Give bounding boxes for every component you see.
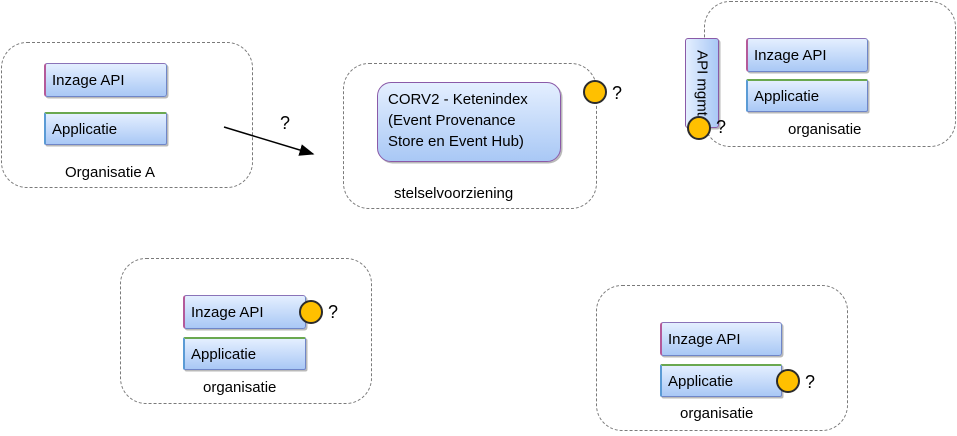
- org-a-applicatie: Applicatie: [44, 112, 167, 145]
- corv2-line-1: CORV2 - Ketenindex: [388, 91, 528, 108]
- central-group: [343, 63, 597, 209]
- bottom-right-inzage-api: Inzage API: [660, 322, 782, 356]
- bottom-left-applicatie: Applicatie: [183, 337, 306, 370]
- bottom-right-connector-knob: [776, 369, 800, 393]
- bottom-right-question-mark: ?: [805, 372, 816, 392]
- bottom-right-label: organisatie: [680, 405, 754, 422]
- bottom-left-question-mark: ?: [328, 302, 339, 322]
- organisation-a-group: [1, 42, 253, 188]
- api-mgmt-label: API mgmt: [693, 50, 711, 116]
- api-mgmt-box: API mgmt: [685, 38, 719, 128]
- bottom-right-applicatie: Applicatie: [660, 364, 782, 397]
- org-a-label: Organisatie A: [65, 164, 156, 181]
- corv2-line-2: (Event Provenance: [388, 112, 516, 129]
- corv2-ketenindex-box: CORV2 - Ketenindex (Event Provenance Sto…: [377, 82, 561, 162]
- bottom-left-label: organisatie: [203, 379, 277, 396]
- bottom-left-inzage-api: Inzage API: [183, 295, 306, 329]
- arrow-question-mark: ?: [280, 113, 291, 133]
- top-right-question-mark: ?: [716, 117, 727, 137]
- central-connector-knob: [583, 80, 607, 104]
- top-right-applicatie: Applicatie: [746, 79, 868, 112]
- central-question-mark: ?: [612, 83, 623, 103]
- top-right-inzage-api: Inzage API: [746, 38, 868, 72]
- central-label: stelselvoorziening: [394, 185, 514, 202]
- top-right-connector-knob: [687, 116, 711, 140]
- corv2-line-3: Store en Event Hub): [388, 133, 524, 150]
- org-a-inzage-api: Inzage API: [44, 63, 167, 97]
- top-right-label: organisatie: [788, 121, 862, 138]
- bottom-left-connector-knob: [299, 300, 323, 324]
- org-bottom-right-group: [596, 285, 848, 431]
- org-bottom-left-group: [120, 258, 372, 404]
